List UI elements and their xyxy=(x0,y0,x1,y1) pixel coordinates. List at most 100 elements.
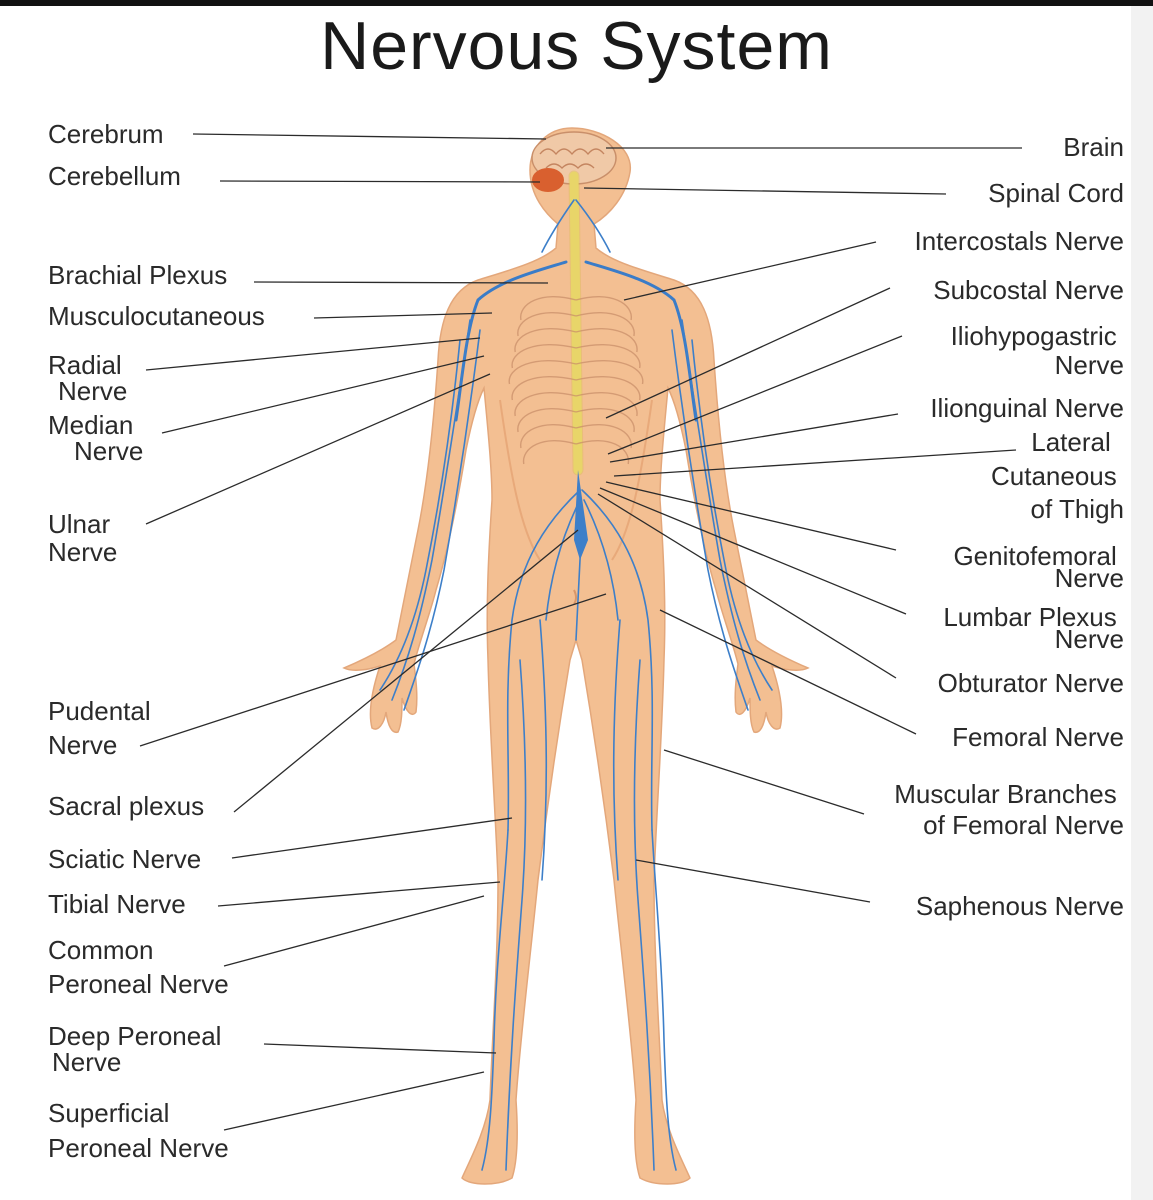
rib-right-1 xyxy=(575,295,632,321)
top-border xyxy=(0,0,1153,6)
label-deep-peroneal-nerve: Deep Peroneal Nerve xyxy=(48,1021,229,1077)
rib-left-6 xyxy=(511,376,577,401)
rib-left-8 xyxy=(517,408,577,433)
rib-right-6 xyxy=(575,376,641,401)
leader-superficial-peroneal-nerve xyxy=(223,1071,485,1131)
rib-right-2 xyxy=(575,312,635,337)
spinal-cord-edge xyxy=(568,170,584,476)
navel xyxy=(573,589,577,605)
leader-tibial-nerve xyxy=(217,881,501,907)
nerve-leg-right-2 xyxy=(633,659,655,1171)
torso-shade-right xyxy=(611,399,653,561)
label-ulnar-nerve: Ulnar Nerve xyxy=(48,509,117,567)
leader-ilionguinal-nerve xyxy=(609,413,899,463)
label-common-peroneal-nerve: Common Peroneal Nerve xyxy=(48,935,229,999)
nerve-leg-left-3 xyxy=(539,619,548,881)
leader-genitofemoral-nerve xyxy=(605,481,897,551)
rib-left-1 xyxy=(520,295,577,321)
nerve-leg-right-3 xyxy=(612,619,621,881)
label-sacral-plexus: Sacral plexus xyxy=(48,791,204,821)
brain-cerebellum xyxy=(532,168,564,192)
rib-right-4 xyxy=(575,344,641,369)
label-lateral-cutaneous-of-thigh: Lateral Cutaneous of Thigh xyxy=(991,427,1124,524)
leader-lines xyxy=(139,133,1022,1131)
rib-left-5 xyxy=(508,360,577,385)
label-saphenous-nerve: Saphenous Nerve xyxy=(916,891,1124,921)
nerve-arm-left-2 xyxy=(403,329,481,711)
label-lumbar-plexus-nerve: Lumbar Plexus Nerve xyxy=(943,602,1124,654)
leader-cerebellum xyxy=(219,180,541,183)
leader-common-peroneal-nerve xyxy=(223,895,485,967)
label-sciatic-nerve: Sciatic Nerve xyxy=(48,844,201,874)
nerve-lumbar-fan-2 xyxy=(583,499,619,621)
label-spinal-cord: Spinal Cord xyxy=(988,178,1124,208)
torso-shade xyxy=(499,399,541,561)
brain-folds xyxy=(539,148,605,169)
nerve-network xyxy=(379,199,773,1171)
rib-left-10 xyxy=(523,439,577,465)
nerve-pelvis-right xyxy=(581,489,654,831)
leader-lateral-cutaneous-of-thigh xyxy=(613,449,1017,477)
leader-saphenous-nerve xyxy=(635,859,871,903)
rib-right-9 xyxy=(575,423,632,449)
nerve-leg-right-1 xyxy=(651,829,677,1171)
leader-median-nerve xyxy=(161,355,485,434)
leader-muscular-branches xyxy=(663,749,865,815)
label-iliohypogastric-nerve: Iliohypogastric Nerve xyxy=(951,321,1124,380)
spinal-cord xyxy=(569,171,583,475)
label-cerebellum: Cerebellum xyxy=(48,161,181,191)
leader-deep-peroneal-nerve xyxy=(263,1043,497,1054)
rib-left-2 xyxy=(517,312,577,337)
label-brain: Brain xyxy=(1063,132,1124,162)
nerve-neck-left xyxy=(541,199,575,253)
label-median-nerve: Median Nerve xyxy=(48,410,143,466)
leader-sacral-plexus xyxy=(233,529,579,813)
rib-left-4 xyxy=(511,344,577,369)
nerve-pelvis-left xyxy=(506,489,581,831)
leader-musculocutaneous xyxy=(313,312,493,319)
label-obturator-nerve: Obturator Nerve xyxy=(938,668,1124,698)
label-superficial-peroneal-nerve: Superficial Peroneal Nerve xyxy=(48,1098,229,1163)
nerve-leg-left-2 xyxy=(505,659,527,1171)
leader-iliohypogastric-nerve xyxy=(607,335,903,455)
leader-sciatic-nerve xyxy=(231,817,513,859)
leader-intercostals-nerve xyxy=(623,241,877,301)
labels-right: Brain Spinal Cord Intercostals Nerve Sub… xyxy=(894,132,1124,921)
nerve-neck xyxy=(575,199,611,253)
nerve-lumbar-fan-3 xyxy=(575,519,583,641)
leader-radial-nerve xyxy=(145,337,481,371)
label-radial-nerve: Radial Nerve xyxy=(48,350,129,406)
label-ilionguinal-nerve: Ilionguinal Nerve xyxy=(930,393,1124,423)
leader-subcostal-nerve xyxy=(605,287,891,419)
nerve-arm-right-1 xyxy=(681,319,761,701)
rib-right-5 xyxy=(575,360,644,385)
leader-pudental-nerve xyxy=(139,593,607,747)
leader-spinal-cord xyxy=(583,187,947,195)
page-title: Nervous System xyxy=(320,8,833,84)
label-tibial-nerve: Tibial Nerve xyxy=(48,889,186,919)
nerve-arm-right-2 xyxy=(671,329,749,711)
rib-left-7 xyxy=(514,392,577,417)
leader-lumbar-plexus-nerve xyxy=(599,487,907,615)
rib-right-7 xyxy=(575,392,638,417)
rib-right-3 xyxy=(575,328,638,353)
leader-cerebrum xyxy=(192,133,547,140)
nerve-leg-left-1 xyxy=(481,829,509,1171)
nerve-arm-left-3 xyxy=(379,339,461,691)
leader-obturator-nerve xyxy=(597,493,897,679)
leader-ulnar-nerve xyxy=(145,373,491,525)
brain-group xyxy=(531,131,617,560)
nerve-lumbar-fan-1 xyxy=(545,499,581,621)
label-musculocutaneous: Musculocutaneous xyxy=(48,301,265,331)
leader-brachial-plexus xyxy=(253,281,549,284)
label-subcostal-nerve: Subcostal Nerve xyxy=(933,275,1124,305)
label-brachial-plexus: Brachial Plexus xyxy=(48,260,227,290)
labels-left: Cerebrum Cerebellum Brachial Plexus Musc… xyxy=(48,119,265,1163)
nerve-arm-right-3 xyxy=(691,339,773,691)
rib-right-10 xyxy=(575,439,629,465)
leader-femoral-nerve xyxy=(659,609,917,735)
label-pudental-nerve: Pudental Nerve xyxy=(48,696,158,760)
rib-left-3 xyxy=(514,328,577,353)
rib-cage xyxy=(508,295,644,465)
